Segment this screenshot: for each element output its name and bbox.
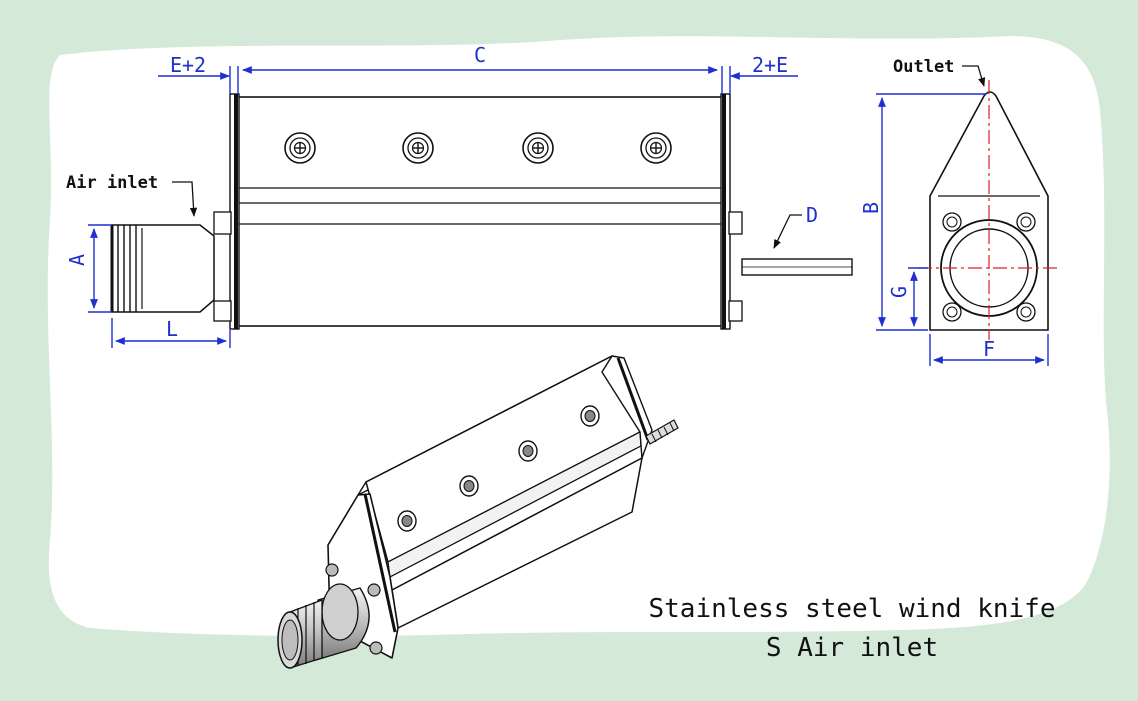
dim-a-label: A [65,254,89,266]
caption-line-1: Stainless steel wind knife [649,594,1056,624]
screw-icon [402,132,434,164]
screw-icon [518,440,538,462]
dim-l-label: L [166,317,178,341]
screw-icon [522,132,554,164]
front-dimensions [88,66,798,348]
bolt-icon [213,211,232,235]
bolt-icon [942,212,962,232]
dim-g-label: G [887,286,911,298]
dim-c-label: C [474,43,486,67]
side-dimensions [876,93,1049,366]
dim-d-label: D [806,203,818,227]
caption-line-2: S Air inlet [766,633,938,663]
air-inlet-label: Air inlet [66,173,158,193]
knife-body [237,96,723,327]
screw-icon [459,475,479,497]
screw-icon [580,405,600,427]
isometric-view [277,355,679,669]
bolt-icon [1016,302,1036,322]
screw-icon [284,132,316,164]
front-view [110,93,853,330]
screw-icon [397,510,417,532]
screw-icon [640,132,672,164]
bolt-icon [942,302,962,322]
dim-e-left-label: E+2 [170,53,206,77]
centerlines [918,80,1060,340]
threaded-rod-icon [645,419,679,445]
dim-b-label: B [859,202,883,214]
bolt-icon [728,211,743,235]
bolt-icon [213,300,232,322]
outlet-label: Outlet [893,57,954,77]
dim-f-label: F [983,337,995,361]
air-inlet-fitting [110,224,215,313]
iso-air-inlet [277,583,370,669]
bolt-icon [728,300,743,322]
bolt-icon [1016,212,1036,232]
dim-e-right-label: 2+E [752,53,788,77]
